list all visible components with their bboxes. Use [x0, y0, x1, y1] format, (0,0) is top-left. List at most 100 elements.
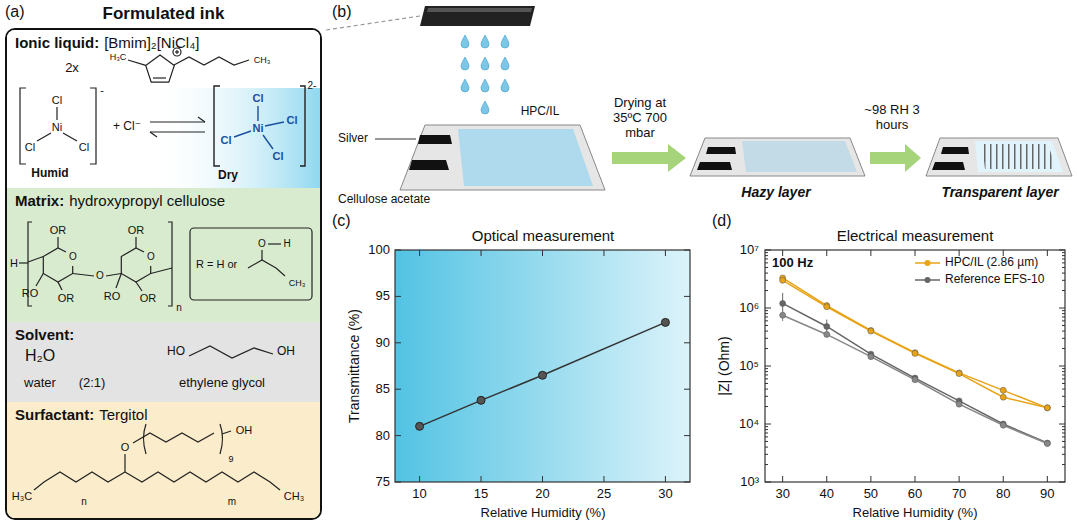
chart-label: 10⁷: [740, 243, 759, 258]
transparent-substrate: [932, 162, 965, 170]
nickel-complex-humid: [37, 133, 51, 141]
axis-tick: [481, 250, 482, 256]
axis-tick: [782, 476, 783, 482]
structure-label: OH: [277, 345, 295, 359]
structure-label: RO: [104, 290, 121, 303]
imidazolium-structure: [174, 57, 249, 65]
chart-label: 10⁵: [739, 359, 759, 374]
imidazolium-structure: [128, 48, 249, 82]
minor-tick: [1062, 447, 1065, 448]
chart-label: 25: [597, 487, 611, 502]
substrate-printed: [458, 129, 593, 186]
band-header: Matrix:hydroxypropyl cellulose: [15, 192, 225, 209]
axis-tick: [395, 482, 401, 483]
panel-title-holder: Formulated ink: [7, 4, 320, 24]
axis-tick: [603, 250, 604, 256]
nickel-complex-humid: [20, 88, 96, 164]
ink-droplets: [461, 35, 509, 114]
structure-label: O: [69, 251, 77, 263]
imidazolium-structure: [173, 48, 181, 56]
chart-label: 90: [376, 335, 390, 350]
chart-label: (d): [712, 212, 732, 230]
structure-label: Ni: [52, 121, 62, 134]
axis-tick: [395, 296, 401, 297]
axis-tick: [1047, 250, 1048, 256]
minor-tick: [765, 273, 768, 274]
data-point: [868, 328, 874, 334]
structure-label: H₃C: [12, 490, 32, 503]
legend-sample: [915, 262, 940, 264]
chart-label: 10⁴: [739, 417, 759, 432]
error-bar: [870, 355, 871, 358]
structure-label: Cl: [273, 150, 284, 163]
axis-tick: [1047, 476, 1048, 482]
minor-tick: [765, 368, 768, 369]
structure-label: CH₃: [284, 490, 304, 503]
nickel-complex-dry: [300, 86, 305, 166]
minor-tick: [1062, 258, 1065, 259]
component-band: Ionic liquid:[Bmim]₂[NiCl₄]: [7, 30, 320, 188]
substrate-printed: [400, 125, 605, 190]
equilibrium-arrow: [150, 131, 205, 132]
process-label: (b): [332, 3, 352, 21]
plot-frame: [765, 250, 1065, 482]
minor-tick: [1062, 371, 1065, 372]
transparent-substrate: [941, 147, 969, 154]
plot-frame: [395, 250, 690, 482]
data-point: [539, 371, 547, 379]
chart-label: 50: [864, 487, 878, 502]
cellulose-structure: [151, 268, 172, 274]
process-arrow: [612, 144, 921, 172]
component-band: Matrix:hydroxypropyl cellulose: [7, 188, 320, 322]
error-bar: [870, 329, 871, 332]
chart-label: Relative Humidity (%): [853, 506, 978, 521]
data-point: [780, 312, 786, 318]
component-name: hydroxypropyl cellulose: [69, 192, 225, 209]
axis-tick: [684, 250, 690, 251]
axis-tick: [395, 342, 401, 343]
minor-tick: [1062, 316, 1065, 317]
structure-label: CH₃: [254, 55, 271, 65]
structure-label: Cl: [287, 114, 298, 127]
axis-tick: [481, 476, 482, 482]
chart-label: 100: [368, 243, 390, 258]
data-point: [1044, 440, 1050, 446]
legend-sample: [925, 260, 931, 266]
structure-label: 2-: [308, 80, 317, 92]
component-heading: Solvent:: [15, 326, 74, 343]
structure-label: OR: [58, 292, 75, 305]
process-label: Silver: [338, 132, 368, 146]
substrate-printed: [409, 160, 449, 170]
substrate-printed: [418, 135, 452, 144]
data-point: [416, 422, 424, 430]
structure-label: OH: [236, 424, 253, 437]
equilibrium-arrow: [198, 117, 205, 122]
printhead: [420, 6, 535, 26]
minor-tick: [765, 436, 768, 437]
chart-label: 20: [535, 487, 549, 502]
dry-gradient: [7, 88, 320, 188]
axis-tick: [1059, 308, 1065, 309]
data-point: [1000, 394, 1006, 400]
axis-tick: [684, 296, 690, 297]
structure-label: OR: [50, 224, 67, 237]
cellulose-structure: [73, 274, 94, 277]
minor-tick: [765, 426, 768, 427]
ink-droplets: [481, 35, 489, 48]
chart-label: 10³: [740, 475, 759, 490]
minor-tick: [1062, 280, 1065, 281]
component-heading: Ionic liquid:: [15, 34, 99, 51]
structure-label: + Cl⁻: [113, 120, 141, 134]
minor-tick: [765, 429, 768, 430]
component-heading: Surfactant:: [15, 406, 94, 423]
error-bar: [915, 352, 916, 355]
structure-label: n: [81, 496, 87, 508]
chart-label: 95: [376, 289, 390, 304]
minor-tick: [765, 280, 768, 281]
ink-droplets: [481, 101, 489, 114]
axis-tick: [419, 250, 420, 256]
cellulose-structure: [268, 243, 281, 244]
imidazolium-structure: [146, 55, 175, 82]
ink-droplets: [461, 57, 469, 70]
structure-label: Dry: [218, 169, 238, 183]
